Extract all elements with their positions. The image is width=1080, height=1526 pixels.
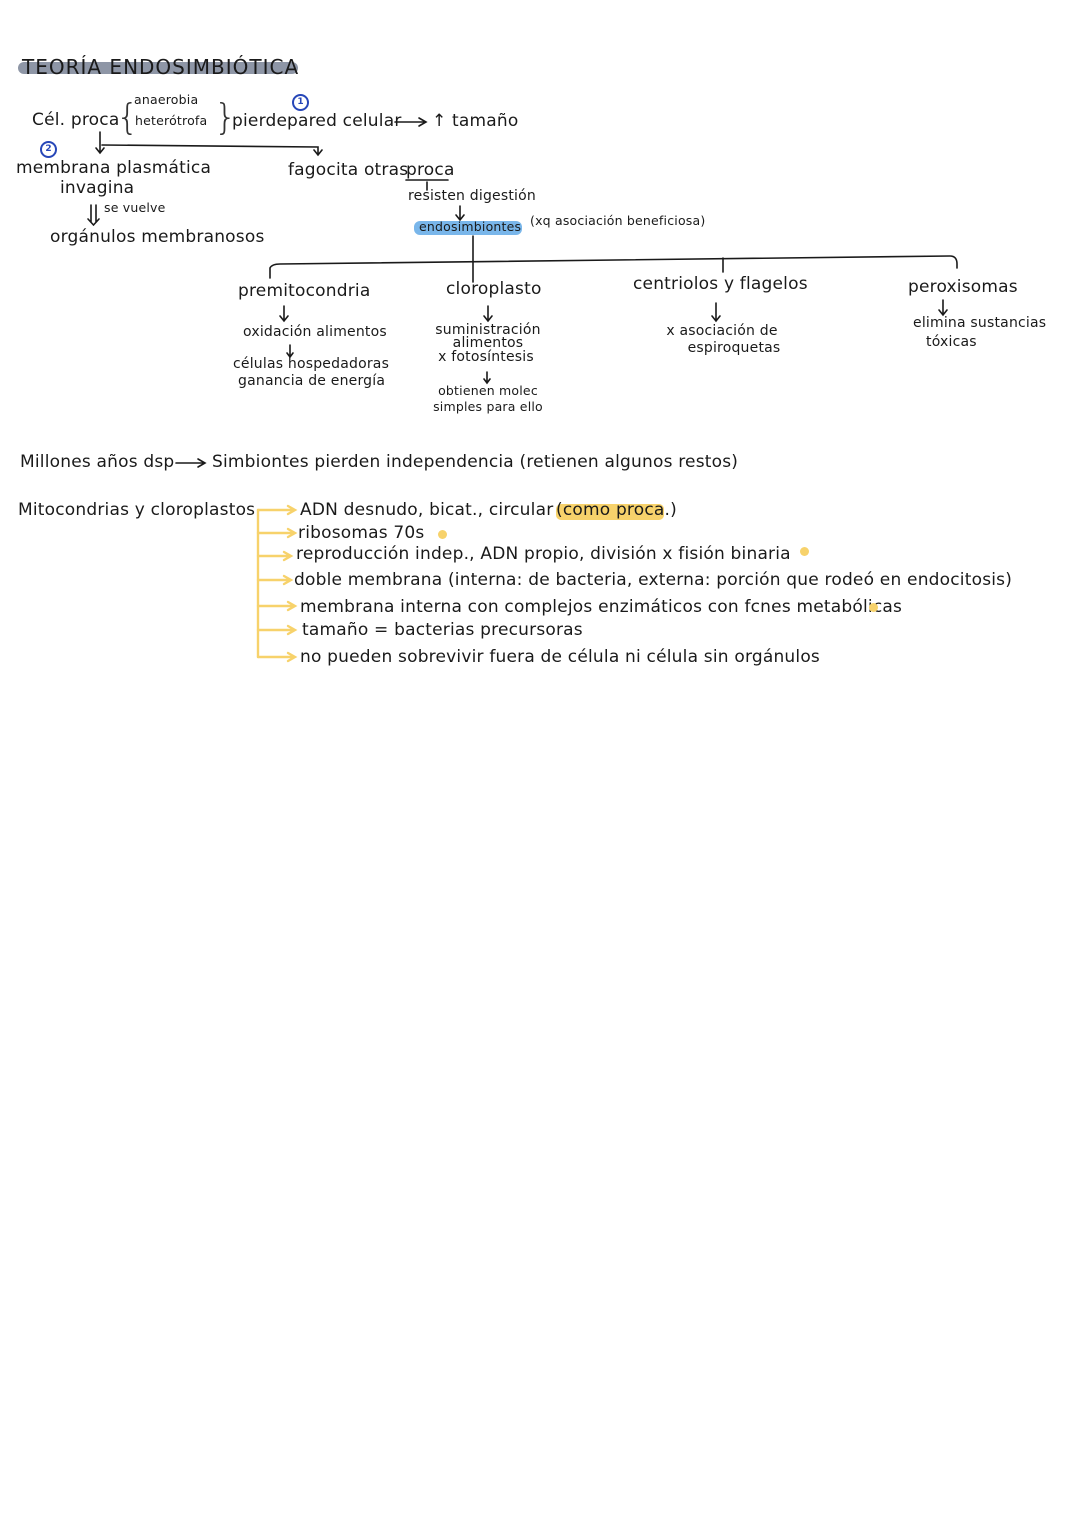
premito-line-1: oxidación alimentos [243, 324, 387, 340]
evidence-label: Mitocondrias y cloroplastos [18, 500, 256, 520]
centriolos-line-1: x asociación de [666, 323, 778, 339]
peroxisomas-line-1: elimina sustancias [913, 315, 1047, 331]
cloro-line-4: obtienen molec [438, 383, 538, 398]
pierde-text: pierde [232, 111, 288, 131]
cel-proca: Cél. proca [32, 110, 120, 130]
evidence-item-5: membrana interna con complejos enzimátic… [300, 597, 903, 617]
pared-celular: pared celular [287, 111, 402, 131]
organelle-premitocondria: premitocondria [238, 281, 371, 301]
marker-1: 1 [292, 94, 309, 111]
cloro-line-2: alimentos [452, 335, 524, 351]
organelle-peroxisomas: peroxisomas [908, 277, 1018, 297]
result-tamano: ↑ tamaño [432, 111, 519, 131]
proca-underlined: proca [406, 160, 455, 180]
title-highlight [18, 62, 298, 74]
organelle-cloroplasto: cloroplasto [446, 279, 542, 299]
millones-anos: Millones años dsp [20, 452, 175, 472]
endosimbiontes-highlight [414, 221, 522, 235]
fagocita-otras: fagocita otras [288, 160, 409, 180]
brace-anaerobia: anaerobia [134, 92, 199, 107]
simbiontes-pierden: Simbiontes pierden independencia (retien… [212, 452, 739, 472]
evidence-item-1-extra: (como proca.) [556, 500, 677, 520]
organelle-centriolos-flagelos: centriolos y flagelos [633, 274, 808, 294]
invagina: invagina [60, 178, 135, 198]
premito-line-2: células hospedadoras [233, 356, 390, 372]
page-title: TEORÍA ENDOSIMBIÓTICA [22, 55, 300, 79]
membrana-plasmatica: membrana plasmática [16, 158, 212, 178]
premito-line-3: ganancia de energía [238, 373, 386, 389]
cloro-line-1: suministración [435, 322, 541, 338]
peroxisomas-line-2: tóxicas [926, 334, 977, 350]
brace-heterotrofa: heterótrofa [135, 113, 208, 128]
brace-close: } [214, 97, 238, 138]
brace-open: { [116, 97, 140, 138]
endosimbiontes-reason: (xq asociación beneficiosa) [530, 213, 706, 228]
se-vuelve: se vuelve [104, 200, 166, 215]
highlight-dot [800, 547, 809, 556]
marker-2: 2 [40, 141, 57, 158]
cloro-line-3: x fotosíntesis [438, 349, 534, 365]
evidence-item-1: ADN desnudo, bicat., circular [300, 500, 554, 520]
resisten-digestion: resisten digestión [408, 188, 536, 204]
evidence-item-6: tamaño = bacterias precursoras [302, 620, 583, 640]
evidence-item-7: no pueden sobrevivir fuera de célula ni … [300, 647, 820, 667]
organulos-membranosos: orgánulos membranosos [50, 227, 265, 247]
centriolos-line-2: espiroquetas [687, 340, 781, 356]
evidence-item-2: ribosomas 70s [298, 523, 425, 543]
cloro-line-5: simples para ello [433, 399, 543, 414]
endosimbiontes: endosimbiontes [419, 219, 522, 234]
highlight-dot [869, 603, 878, 612]
evidence-item-4: doble membrana (interna: de bacteria, ex… [294, 570, 1013, 590]
como-proca-highlight [556, 504, 664, 520]
connector-lines [87, 117, 958, 663]
evidence-item-3: reproducción indep., ADN propio, divisió… [296, 544, 791, 564]
highlight-dot [438, 530, 447, 539]
